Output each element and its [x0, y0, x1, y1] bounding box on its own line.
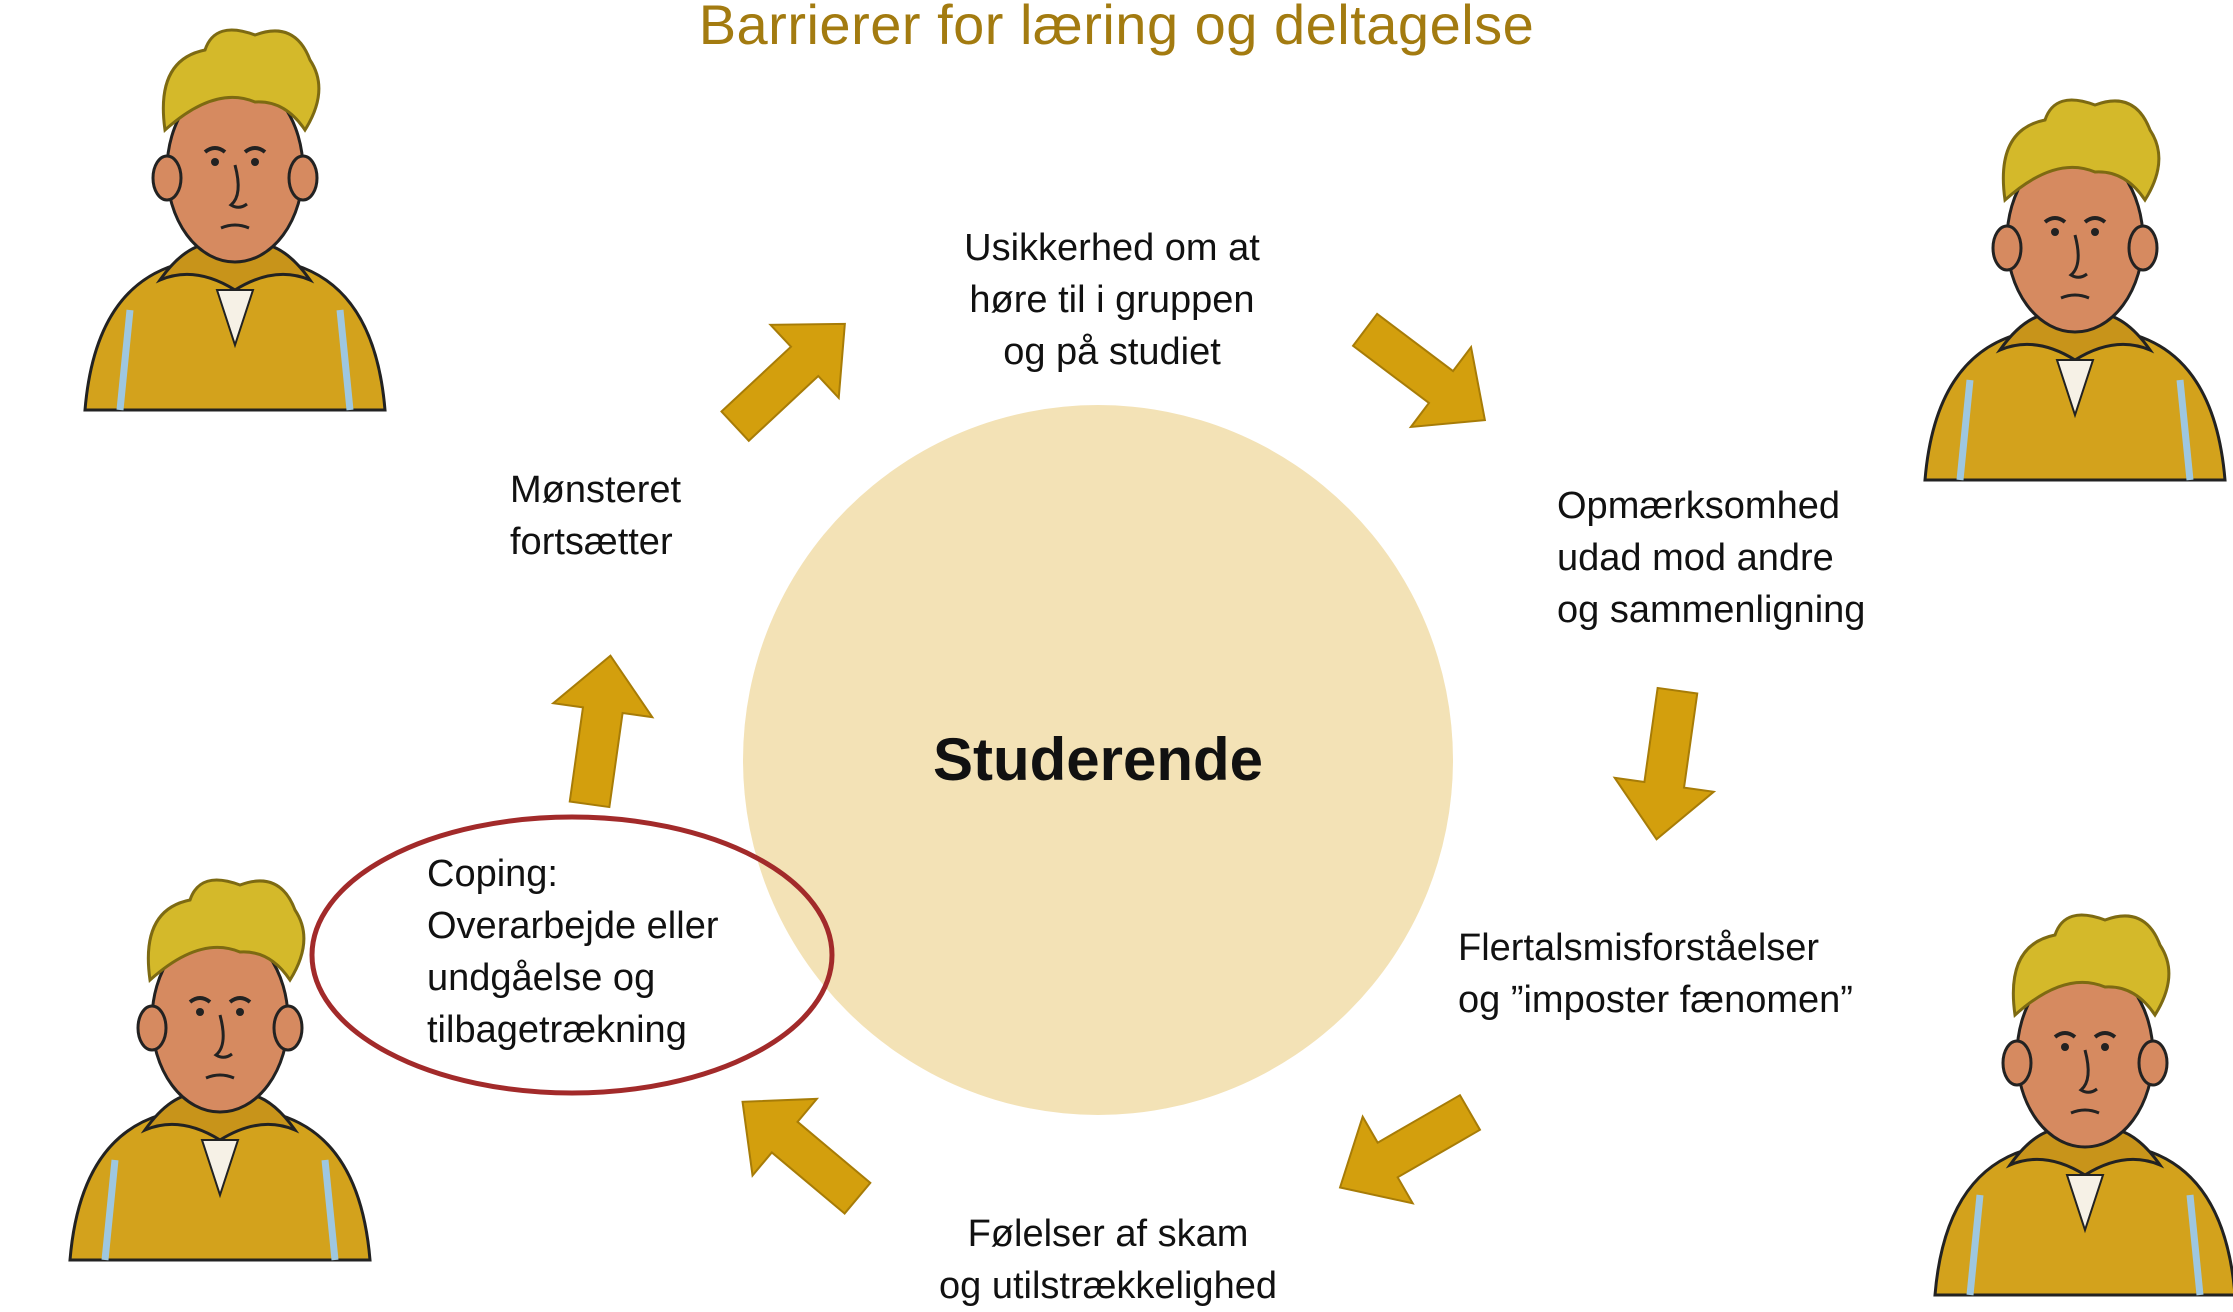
- diagram-title: Barrierer for læring og deltagelse: [698, 0, 1535, 56]
- arrow-to-step-1: [700, 286, 880, 464]
- center-label: Studerende: [932, 726, 1264, 793]
- step-5-line-2: Overarbejde eller: [427, 905, 719, 947]
- step-5-text: Coping: Overarbejde eller undgåelse og t…: [427, 848, 718, 1056]
- student-illustration-bottom-right: [1935, 915, 2233, 1295]
- step-4-line-1: Følelser af skam: [967, 1213, 1249, 1255]
- coping-highlight-ellipse: [309, 814, 835, 1096]
- arrow-to-step-2: [1334, 288, 1516, 462]
- step-5-line-1: Coping:: [427, 853, 558, 895]
- step-2-line-3: og sammenligning: [1557, 589, 1866, 631]
- step-1-text: Usikkerhed om at høre til i gruppen og p…: [945, 222, 1279, 378]
- step-3-line-2: og ”imposter fænomen”: [1458, 979, 1853, 1021]
- step-2-line-2: udad mod andre: [1557, 537, 1834, 579]
- step-2-line-1: Opmærksomhed: [1557, 485, 1840, 527]
- student-illustration-top-left: [85, 30, 385, 410]
- step-4-line-2: og utilstrækkelighed: [939, 1265, 1277, 1307]
- arrow-to-step-5: [709, 1062, 891, 1238]
- arrow-to-step-4: [1314, 1068, 1496, 1232]
- step-5-line-4: tilbagetrækning: [427, 1009, 687, 1051]
- step-3-text: Flertalsmisforståelser og ”imposter fæno…: [1458, 922, 1853, 1026]
- step-1-line-1: Usikkerhed om at: [964, 227, 1260, 269]
- step-6-line-1: Mønsteret: [510, 469, 682, 511]
- step-6-text: Mønsteret fortsætter: [510, 464, 681, 568]
- step-3-line-1: Flertalsmisforståelser: [1458, 927, 1820, 969]
- step-2-text: Opmærksomhed udad mod andre og sammenlig…: [1557, 480, 1865, 636]
- center-circle: [743, 405, 1453, 1115]
- step-5-line-3: undgåelse og: [427, 957, 656, 999]
- arrow-to-step-3: [1606, 682, 1728, 848]
- student-illustration-bottom-left: [70, 880, 370, 1260]
- student-illustration-top-right: [1925, 100, 2225, 480]
- step-4-text: Følelser af skam og utilstrækkelighed: [918, 1208, 1298, 1312]
- step-1-line-2: høre til i gruppen: [969, 279, 1255, 321]
- arrow-to-step-6: [539, 647, 661, 813]
- step-1-line-3: og på studiet: [1003, 331, 1221, 373]
- step-6-line-2: fortsætter: [510, 521, 673, 563]
